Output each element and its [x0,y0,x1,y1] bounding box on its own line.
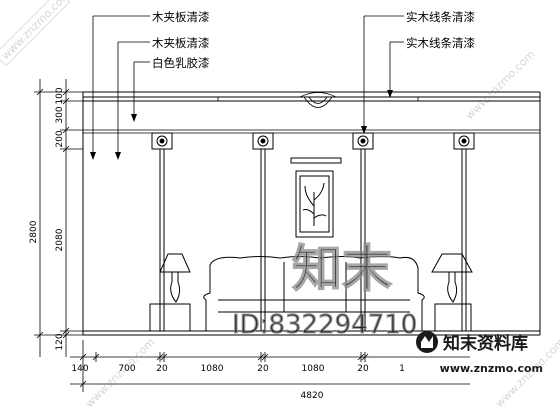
dim-height-2080: 2080 [55,228,65,251]
dim-width-700: 700 [118,364,135,374]
brand-badge: 知末资料库 www.znzmo.com [416,331,543,375]
brand-url: www.znzmo.com [440,362,543,375]
diagonal-watermark-bottom-left: www.znzmo.com [83,336,157,410]
dim-width-1080-a: 1080 [201,364,224,374]
label-wood-veneer-2: 木夹板清漆 [152,36,210,50]
dim-width-partial: 1 [399,364,405,374]
sofa [203,256,425,331]
cornice-ornament [217,92,419,108]
pilasters [159,149,467,331]
dim-height-200: 200 [55,130,65,147]
diagonal-watermark-right: www.znzmo.com [463,48,537,122]
brand-name-cn: 知末资料库 [442,333,528,354]
dim-width-140: 140 [71,364,88,374]
pilaster-capitals [151,132,475,150]
dim-height-100: 100 [55,87,65,104]
dim-height-300: 300 [55,106,65,123]
dim-width-20-c: 20 [357,364,369,374]
dim-width-20-b: 20 [257,364,269,374]
wall-outline [82,91,541,336]
label-white-latex-paint: 白色乳胶漆 [152,56,210,70]
dim-width-20-a: 20 [156,364,168,374]
dim-total-height: 2800 [29,220,39,243]
watermark-id: ID:832294710 [232,310,417,340]
label-wood-veneer-1: 木夹板清漆 [152,10,210,24]
right-lamp [431,253,473,332]
diagonal-watermark-left: www.znzmo.com [0,0,73,67]
picture-frame [290,157,342,238]
left-lamp [149,253,191,332]
leader-arrows [90,90,393,160]
watermark-url-bottom-left: www.znzmo.com [83,336,157,410]
left-dimension-lines [34,79,83,357]
label-solid-wood-trim-1: 实木线条清漆 [406,10,475,24]
watermark-logo-text: 知末 [292,240,392,298]
watermark-url-right: www.znzmo.com [463,48,537,122]
dim-total-width: 4820 [301,391,324,401]
bottom-dimension-lines [70,340,470,392]
leader-lines [92,15,404,158]
dim-width-1080-b: 1080 [302,364,325,374]
dim-height-120: 120 [55,333,65,350]
label-solid-wood-trim-2: 实木线条清漆 [406,36,475,50]
